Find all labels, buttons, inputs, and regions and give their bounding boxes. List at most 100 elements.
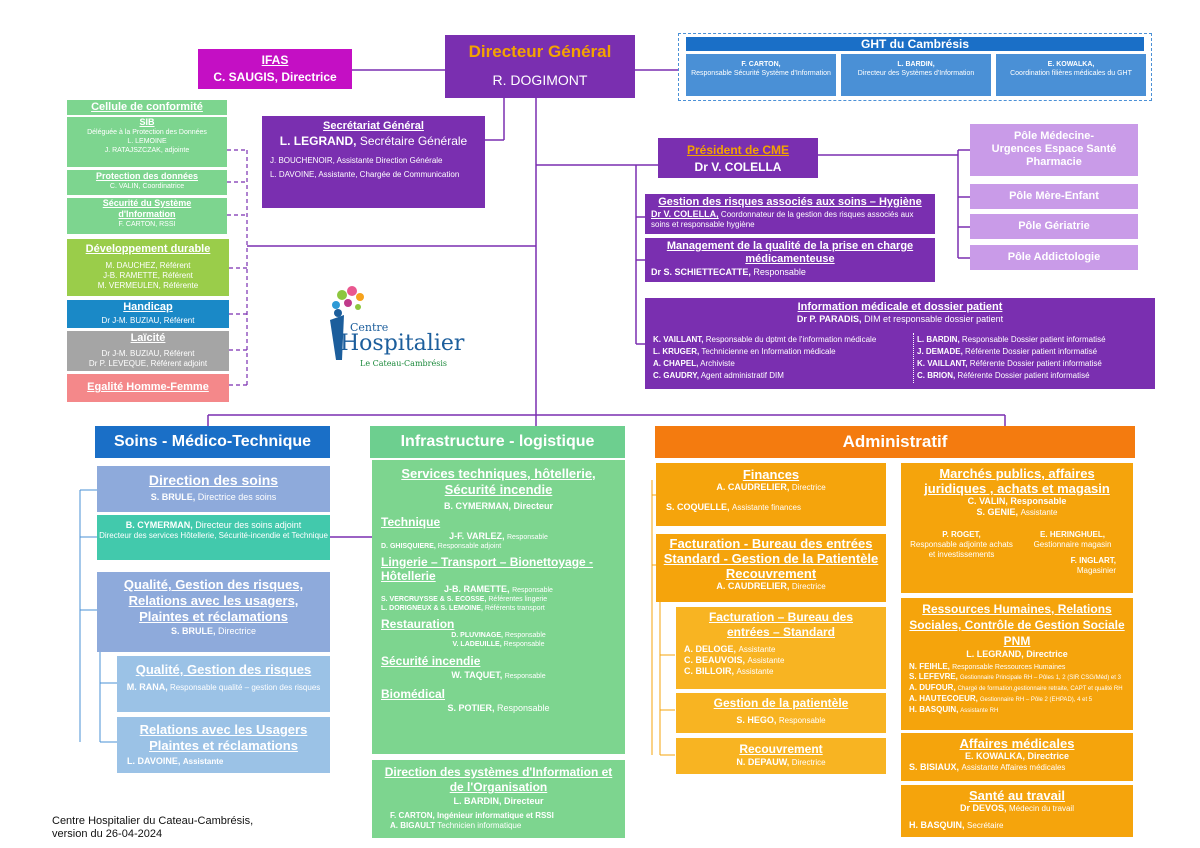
dim-head-role: DIM et responsable dossier patient bbox=[864, 314, 1004, 324]
laicite-line: Dr J-M. BUZIAU, Référent bbox=[101, 349, 195, 358]
dim-person-role: Responsable du dptmt de l'information mé… bbox=[705, 335, 877, 344]
rest-role: Responsable bbox=[504, 632, 546, 639]
tech-name: J-F. VARLEZ, bbox=[449, 531, 505, 541]
ght-member-role: Responsable Sécurité Système d'Informati… bbox=[691, 70, 831, 77]
sib-line: L. LEMOINE bbox=[127, 138, 167, 145]
management-qualite-box: Management de la qualité de la prise en … bbox=[645, 238, 935, 282]
logo-tree-icon bbox=[330, 286, 364, 360]
cellule-conformite-title: Cellule de conformité bbox=[67, 100, 227, 115]
rest-role: Responsable bbox=[503, 641, 545, 648]
qualite-relations-box: Qualité, Gestion des risques, Relations … bbox=[97, 572, 330, 652]
laicite-box: Laïcité Dr J-M. BUZIAU, Référent Dr P. L… bbox=[67, 331, 229, 371]
affaires-medicales-box: Affaires médicales E. KOWALKA, Directric… bbox=[901, 733, 1133, 781]
infrastructure-header: Infrastructure - logistique bbox=[370, 426, 625, 458]
r-name: L. DAVOINE, bbox=[127, 756, 181, 766]
sib-box: SIB Déléguée à la Protection des Données… bbox=[67, 117, 227, 167]
footer: Centre Hospitalier du Cateau-Cambrésis, … bbox=[52, 815, 312, 841]
grh-role: Coordonnateur de la gestion des risques … bbox=[651, 210, 914, 229]
rh-name: S. LEFEVRE, bbox=[909, 672, 958, 681]
rec-role: Directrice bbox=[791, 758, 826, 767]
pole-geriatrie: Pôle Gériatrie bbox=[970, 214, 1138, 239]
dim-divider bbox=[913, 333, 914, 383]
dim-title: Information médicale et dossier patient bbox=[797, 301, 1003, 313]
bio-role: Responsable bbox=[496, 703, 550, 713]
dd-line: M. DAUCHEZ, Référent bbox=[105, 261, 191, 270]
handicap-box: Handicap Dr J-M. BUZIAU, Référent bbox=[67, 300, 229, 328]
administratif-header: Administratif bbox=[655, 426, 1135, 458]
sat-name: H. BASQUIN, bbox=[909, 820, 965, 830]
recouvrement-box: Recouvrement N. DEPAUW, Directrice bbox=[676, 738, 886, 774]
am-name: E. KOWALKA, Directrice bbox=[964, 751, 1070, 761]
ds-role: Directrice des soins bbox=[197, 492, 277, 502]
ght-box: GHT du Cambrésis F. CARTON, Responsable … bbox=[678, 33, 1152, 101]
pd-line: C. VALIN, Coordinatrice bbox=[109, 183, 185, 190]
gp-name: S. HEGO, bbox=[736, 715, 777, 725]
logo-text-city: Le Cateau-Cambrésis bbox=[360, 359, 447, 368]
cme-title: Président de CME bbox=[686, 143, 790, 157]
fin-name: A. CAUDRELIER, bbox=[716, 482, 790, 492]
laicite-line: Dr P. LEVEQUE, Référent adjoint bbox=[88, 359, 208, 368]
q-name: S. BRULE, bbox=[170, 626, 216, 636]
grh-title: Gestion des risques associés aux soins –… bbox=[658, 196, 922, 208]
dsi-name: L. BARDIN, Directeur bbox=[453, 796, 544, 806]
dim-person-name: J. DEMADE, bbox=[917, 347, 963, 356]
r-title: Relations avec les Usagers Plaintes et r… bbox=[139, 722, 308, 753]
directeur-soins-adjoint-box: B. CYMERMAN, Directeur des soins adjoint… bbox=[97, 515, 330, 560]
rh-title: Ressources Humaines, Relations Sociales,… bbox=[909, 602, 1125, 648]
dsi-title: Direction des systèmes d'Information et … bbox=[384, 765, 613, 794]
am-title: Affaires médicales bbox=[959, 736, 1075, 751]
fac-title: Facturation - Bureau des entrées Standar… bbox=[663, 536, 879, 581]
dd-line: M. VERMEULEN, Référente bbox=[97, 281, 199, 290]
ssi-title: Sécurité du Système d'Information bbox=[102, 198, 192, 219]
ling-name: S. VERCRUYSSE & S. ECOSSE, bbox=[381, 596, 487, 603]
dd-line: J-B. RAMETTE, Référent bbox=[103, 271, 193, 280]
tech-name: D. GHISQUIERE, bbox=[381, 543, 436, 550]
ght-member-role: Coordination filières médicales du GHT bbox=[1010, 70, 1132, 77]
dim-left-list: K. VAILLANT, Responsable du dptmt de l'i… bbox=[653, 335, 913, 381]
ght-member-bardin: L. BARDIN, Directeur des Systèmes d'Info… bbox=[841, 54, 991, 96]
ifas-box: IFAS C. SAUGIS, Directrice bbox=[198, 49, 352, 89]
st-title: Services techniques, hôtellerie, Sécurit… bbox=[401, 466, 596, 497]
rh-role: Gestionnaire RH – Pôle 2 (EHPAD), 4 et 5 bbox=[979, 697, 1093, 703]
sib-title: SIB bbox=[139, 117, 155, 127]
soins-header: Soins - Médico-Technique bbox=[95, 426, 330, 458]
rh-name: L. LEGRAND, Directrice bbox=[966, 649, 1068, 659]
qualite-gestion-risques-box: Qualité, Gestion des risques M. RANA, Re… bbox=[117, 656, 330, 712]
dsi-line: A. BIGAULT bbox=[390, 821, 436, 830]
dim-person-name: C. BRION, bbox=[917, 371, 956, 380]
am-role: Assistante Affaires médicales bbox=[961, 763, 1066, 772]
sat-name: Dr DEVOS, bbox=[960, 803, 1007, 813]
rh-name: N. FEIHLE, bbox=[909, 662, 950, 671]
q2-title: Qualité, Gestion des risques bbox=[135, 662, 312, 677]
dd-title: Développement durable bbox=[85, 243, 211, 255]
ght-member-role: Directeur des Systèmes d'Information bbox=[857, 70, 975, 77]
rest-title: Restauration bbox=[381, 617, 455, 631]
securite-si-box: Sécurité du Système d'Information F. CAR… bbox=[67, 198, 227, 234]
dim-person-role: Référente Dossier patient informatisé bbox=[969, 359, 1102, 368]
fac-name: A. CAUDRELIER, bbox=[716, 581, 790, 591]
gestion-patientele-box: Gestion de la patientèle S. HEGO, Respon… bbox=[676, 693, 886, 733]
ght-member-kowalka: E. KOWALKA, Coordination filières médica… bbox=[996, 54, 1146, 96]
q2-name: M. RANA, bbox=[126, 682, 168, 692]
dim-person-name: L. KRUGER, bbox=[653, 347, 700, 356]
pole-addictologie: Pôle Addictologie bbox=[970, 245, 1138, 270]
dim-head-name: Dr P. PARADIS, bbox=[796, 314, 862, 324]
fb-name: C. BILLOIR, bbox=[684, 666, 734, 676]
si-role: Responsable bbox=[504, 673, 546, 680]
rh-name: A. HAUTECOEUR, bbox=[909, 694, 978, 703]
dim-person-name: L. BARDIN, bbox=[917, 335, 960, 344]
mq-name: Dr S. SCHIETTECATTE, bbox=[651, 267, 751, 277]
sante-travail-box: Santé au travail Dr DEVOS, Médecin du tr… bbox=[901, 785, 1133, 837]
handicap-title: Handicap bbox=[123, 301, 173, 313]
dsi-role: Technicien informatique bbox=[437, 821, 522, 830]
gp-title: Gestion de la patientèle bbox=[713, 696, 849, 710]
marches-publics-box: Marchés publics, affaires juridiques , a… bbox=[901, 463, 1133, 593]
q-role: Directrice bbox=[218, 626, 257, 636]
egalite-box: Egalité Homme-Femme bbox=[67, 374, 229, 402]
rh-name: H. BASQUIN, bbox=[909, 705, 959, 714]
president-cme-box: Président de CME Dr V. COLELLA bbox=[658, 138, 818, 178]
dim-person-role: Référente Dossier patient informatisé bbox=[957, 371, 1090, 380]
dim-person-name: C. GAUDRY, bbox=[653, 371, 699, 380]
ght-title: GHT du Cambrésis bbox=[686, 37, 1144, 51]
